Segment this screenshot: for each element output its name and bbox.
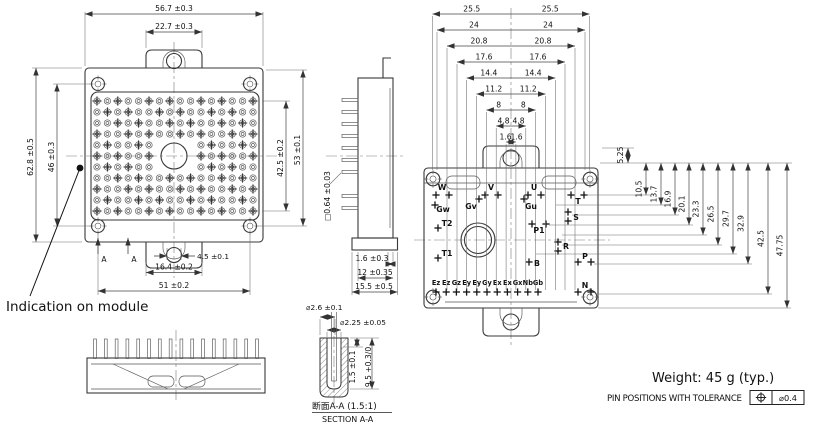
pin-label-gw: Gw [436, 205, 450, 214]
dim-text: 4.8 [512, 117, 524, 126]
mounting-holes [424, 170, 599, 306]
dim-text: 22.7 ±0.3 [155, 22, 193, 31]
dim-text: 11.2 [520, 85, 537, 94]
dim-text: 13.7 [650, 185, 659, 202]
dim-text: 26.5 [707, 205, 716, 222]
dim-text: 62.8 ±0.5 [26, 138, 35, 176]
dim-text: 15.5 ±0.5 [355, 282, 393, 291]
tolerance-note: PIN POSITIONS WITH TOLERANCE [607, 394, 742, 404]
section-view: ⌀2.6 ±0.1 ⌀2.25 ±0.05 1.5 ±0.1 9.5 +0.3/… [306, 303, 392, 424]
position-tolerance-icon [755, 392, 767, 403]
dim-text: ⌀2.6 ±0.1 [306, 303, 343, 312]
dim-text: 24 [543, 21, 553, 30]
pin-label-u: U [531, 183, 537, 192]
dim-text: 11.2 [485, 85, 502, 94]
pin-label-t2: T2 [442, 219, 453, 228]
pin-label: Ex [493, 279, 503, 287]
pin-row-side [341, 98, 359, 210]
dim-text: 14.4 [525, 69, 542, 78]
section-mark-label: A [101, 255, 107, 264]
pin-label: Ex [503, 279, 513, 287]
dim-text: 20.8 [535, 37, 552, 46]
section-cup [319, 337, 349, 398]
pin-label: Gx [513, 279, 523, 287]
dim-text: 9.5 +0.3/0 [364, 347, 373, 387]
dim-text: 42.5 ±0.2 [276, 139, 285, 177]
dim-text: 4.8 [497, 117, 509, 126]
side-view: □0.64 ±0.03 1.6 ±0.3 12 ±0.35 15.5 ±0.5 [323, 57, 404, 295]
dim-text: ⌀2.25 ±0.05 [340, 318, 386, 327]
tolerance-frame-cell [771, 390, 805, 405]
weight-label: Weight: 45 g (typ.) [652, 371, 774, 386]
pin-label-gv: Gv [465, 202, 476, 211]
section-title-en: SECTION A-A [322, 415, 374, 424]
pin-crosses [431, 191, 595, 296]
front-view: 56.7 ±0.3 22.7 ±0.3 62.8 ±0.5 46 ±0.3 42… [6, 4, 307, 315]
dim-text: 56.7 ±0.3 [155, 4, 193, 13]
indication-label: Indication on module [6, 299, 148, 315]
dim-text: 5.25 [616, 146, 625, 163]
dim-text: 20.1 [678, 195, 687, 212]
pin-label: Ez [442, 279, 451, 287]
dim-text: 29.7 [722, 210, 731, 227]
pin-label-gu: Gu [525, 202, 537, 211]
pin-label-p1: P1 [533, 226, 544, 235]
pin-label: Gb [533, 279, 543, 287]
pin-label: Gy [482, 279, 492, 287]
dim-text: 16.9 [664, 190, 673, 207]
dim-text: 1.6 [499, 133, 511, 142]
section-mark-label: A [131, 255, 137, 264]
top-dimensions: 25.5 25.5 24 24 20.8 20.8 17.6 17.6 14.4 14.4 11.2… [432, 5, 590, 290]
pin-label-t: T [575, 197, 581, 206]
dim-text: 47.75 [776, 234, 785, 256]
tolerance-value: ⌀0.4 [779, 393, 797, 403]
dim-text: 4.5 ±0.1 [197, 252, 229, 261]
dim-text: 24 [469, 21, 479, 30]
dim-text: 53 ±0.1 [293, 135, 302, 166]
dim-text: 17.6 [476, 53, 493, 62]
dim-text: 32.9 [737, 215, 746, 232]
dim-text: 25.5 [463, 5, 480, 14]
section-title-jp: 断面A-A (1.5:1) [312, 400, 377, 412]
dim-text: 20.8 [471, 37, 488, 46]
dim-text: 12 ±0.35 [357, 268, 393, 277]
dim-text: 8 [496, 101, 501, 110]
dim-text: 16.4 ±0.2 [155, 263, 193, 272]
dim-text: 46 ±0.3 [47, 142, 56, 173]
pin-label-v: V [488, 183, 494, 192]
pin-label: Nb [523, 279, 534, 287]
dim-text: 1.5 ±0.1 [348, 350, 357, 383]
dim-text: 51 ±0.2 [159, 281, 190, 290]
pin-label: Gz [452, 279, 461, 287]
dim-text: 1.6 ±0.3 [356, 254, 389, 263]
dim-text: 1.6 [510, 133, 522, 142]
dim-text: 14.4 [480, 69, 497, 78]
bottom-view [86, 330, 266, 400]
dim-text: 23.3 [692, 200, 701, 217]
pin-row [93, 338, 259, 359]
pin-label-b: B [534, 259, 540, 268]
dim-text: 17.6 [530, 53, 547, 62]
pin-label-s: S [573, 213, 579, 222]
side-dimensions: 5.25 10.5 13.7 16.9 20.1 23.3 26.5 29.7 32.9 42.5… [536, 146, 792, 309]
pin-label-p: P [582, 252, 588, 261]
pin-label: Ez [432, 279, 441, 287]
dim-text: 42.5 [757, 230, 766, 247]
pin-hole-grid [92, 96, 258, 216]
dim-text: □0.64 ±0.03 [323, 171, 332, 221]
dim-text: 25.5 [542, 5, 559, 14]
footer-notes: Weight: 45 g (typ.) PIN POSITIONS WITH T… [607, 371, 805, 405]
pin-label-n: N [582, 281, 589, 290]
pin-label-t1: T1 [442, 249, 453, 258]
dim-text: 8 [521, 101, 526, 110]
pin-label: Ey [472, 279, 482, 287]
pin-label-r: R [563, 242, 569, 251]
dim-text: 10.5 [635, 180, 644, 197]
pin-label-w: W [438, 183, 447, 192]
